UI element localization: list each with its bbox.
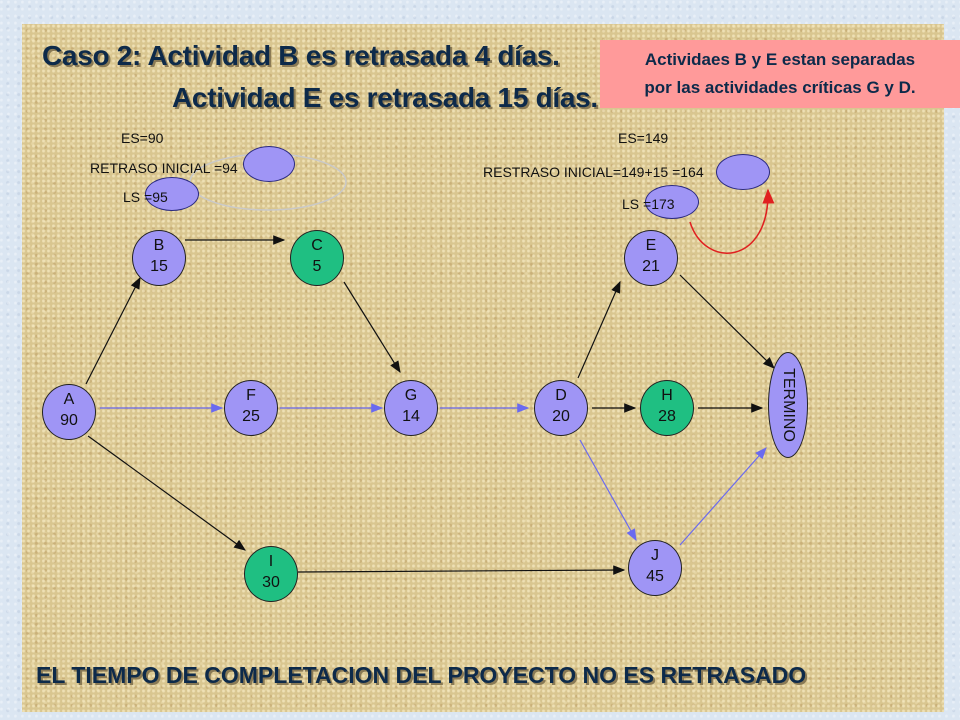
e-ls-label: LS =173 <box>622 196 675 212</box>
node-e-duration: 21 <box>642 258 660 275</box>
node-a-id: A <box>63 391 75 408</box>
node-a: A 90 <box>42 384 96 440</box>
node-d-id: D <box>555 387 567 404</box>
node-h: H 28 <box>640 380 694 436</box>
node-d: D 20 <box>534 380 588 436</box>
callout-line-1: Actividaes B y E estan separadas <box>644 50 916 69</box>
title-line-2: Actividad E es retrasada 15 días. <box>172 82 598 113</box>
node-h-duration: 28 <box>658 408 676 425</box>
node-c: C 5 <box>290 230 344 286</box>
node-f: F 25 <box>224 380 278 436</box>
node-e: E 21 <box>624 230 678 286</box>
e-retraso-label: RESTRASO INICIAL=149+15 =164 <box>483 164 704 180</box>
e-es-label: ES=149 <box>618 130 669 146</box>
arrow-j-termino <box>679 447 767 546</box>
node-a-duration: 90 <box>60 412 78 429</box>
b-retraso-highlight <box>243 146 295 182</box>
node-j: J 45 <box>628 540 682 596</box>
arrow-d-j <box>579 439 637 542</box>
b-es-label: ES=90 <box>121 130 164 146</box>
node-g: G 14 <box>384 380 438 436</box>
node-j-id: J <box>651 547 659 564</box>
node-i-duration: 30 <box>262 574 280 591</box>
node-g-id: G <box>404 387 418 404</box>
arrow-d-e <box>577 280 621 379</box>
node-c-duration: 5 <box>312 258 322 275</box>
node-e-id: E <box>645 237 657 254</box>
node-b: B 15 <box>132 230 186 286</box>
node-f-id: F <box>246 387 256 404</box>
arrow-i-j <box>297 565 626 575</box>
e-ls-highlight <box>645 185 699 219</box>
callout-box: Actividaes B y E estan separadas por las… <box>600 40 960 108</box>
node-j-duration: 45 <box>646 568 664 585</box>
node-d-duration: 20 <box>552 408 570 425</box>
arrow-c-g <box>343 281 401 374</box>
title-line-1: Caso 2: Actividad B es retrasada 4 días. <box>42 40 560 71</box>
node-b-duration: 15 <box>150 258 168 275</box>
b-retraso-label: RETRASO INICIAL =94 <box>90 160 238 176</box>
node-f-duration: 25 <box>242 408 260 425</box>
conclusion-text: EL TIEMPO DE COMPLETACION DEL PROYECTO N… <box>36 662 807 688</box>
node-i-id: I <box>268 553 274 570</box>
e-retraso-highlight <box>716 154 770 190</box>
b-ls-label: LS =95 <box>123 189 168 205</box>
b-ls-highlight <box>145 177 199 211</box>
node-b-id: B <box>153 237 165 254</box>
node-i: I 30 <box>244 546 298 602</box>
node-g-duration: 14 <box>402 408 420 425</box>
node-termino: TERMINO <box>768 352 808 458</box>
e-delay-red-arrow <box>689 188 775 254</box>
node-h-id: H <box>661 387 673 404</box>
arrow-a-b <box>85 276 141 385</box>
callout-line-2: por las actividades críticas G y D. <box>644 78 916 97</box>
node-c-id: C <box>311 237 323 254</box>
arrow-a-i <box>87 435 246 551</box>
node-termino-label: TERMINO <box>780 368 797 442</box>
arrow-e-termino <box>679 274 775 369</box>
